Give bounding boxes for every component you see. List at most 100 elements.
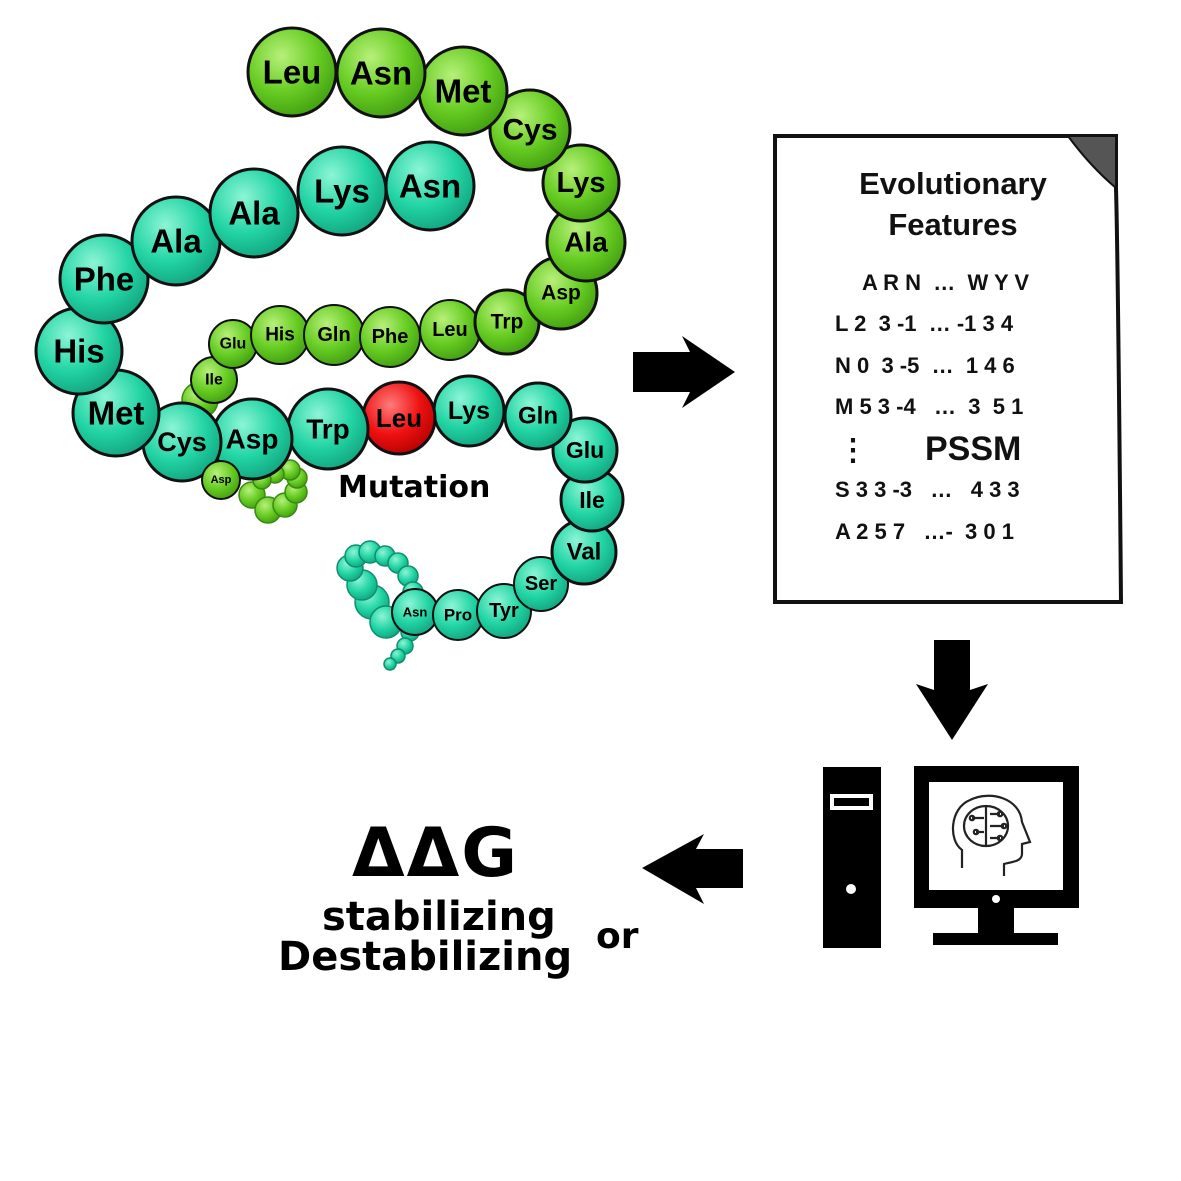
amino-acid-bead: Leu	[419, 299, 481, 361]
pssm-row: M 5 3 -4 … 3 5 1	[835, 394, 1023, 419]
bead-circle	[541, 143, 621, 223]
bead-label: Phe	[74, 261, 135, 298]
pssm-label: PSSM	[925, 430, 1021, 468]
bead-label: Gln	[518, 403, 558, 430]
pssm-title-line1: Evolutionary	[859, 166, 1048, 201]
bead-label: Leu	[432, 319, 468, 341]
bead-label: Tyr	[489, 600, 519, 622]
amino-acid-bead: Glu	[208, 319, 258, 369]
bead-label: Trp	[306, 414, 350, 445]
bead-label: Lys	[448, 397, 490, 425]
bead-label: Asn	[399, 168, 461, 205]
mutated-residue-bead: Leu	[361, 380, 437, 456]
computer-tower-icon	[823, 767, 881, 948]
bead-label: Met	[88, 395, 145, 432]
amino-acid-bead: Phe	[359, 306, 421, 368]
amino-acid-bead: Glu	[551, 416, 619, 484]
amino-acid-bead: Asp	[201, 460, 241, 500]
amino-acid-bead: Trp	[286, 387, 370, 471]
amino-acid-bead: Lys	[541, 143, 621, 223]
bead-label: Lys	[314, 173, 370, 210]
stabilizing-label: stabilizing	[322, 894, 556, 940]
bead-label: Ala	[564, 227, 608, 258]
bead-circle	[58, 233, 150, 325]
bead-circle	[384, 140, 476, 232]
bead-circle	[208, 167, 300, 259]
bead-circle	[488, 88, 572, 172]
bead-label: Asp	[226, 424, 279, 455]
amino-acid-bead: Lys	[432, 374, 506, 448]
bead-label: Cys	[502, 114, 557, 147]
bead-circle	[246, 26, 338, 118]
amino-acid-bead: Ala	[130, 195, 222, 287]
bead-circle	[513, 556, 569, 612]
amino-acid-bead: Asn	[391, 588, 439, 636]
bead-label: Ala	[150, 223, 202, 260]
bead-label: Phe	[372, 326, 409, 348]
bead-label: Pro	[444, 606, 472, 625]
amino-acid-bead: Lys	[296, 145, 388, 237]
arrow-down-icon	[916, 640, 988, 740]
arrow-left-icon	[642, 834, 743, 904]
bead-label: Ser	[525, 573, 557, 595]
bead-label: Trp	[491, 311, 524, 334]
document-fold-icon	[1066, 135, 1117, 191]
pssm-title-line2: Features	[888, 207, 1017, 242]
bead-label: Glu	[566, 437, 604, 463]
amino-acid-bead: Ile	[559, 467, 625, 533]
amino-acid-bead: Asn	[335, 27, 427, 119]
bead-label: Asp	[541, 282, 581, 305]
bead-label: Glu	[220, 336, 247, 353]
ai-brain-head-icon	[951, 794, 1032, 876]
bead-label: Leu	[263, 54, 322, 91]
pssm-row: N 0 3 -5 … 1 4 6	[835, 353, 1015, 378]
or-label: or	[596, 916, 639, 957]
amino-acid-bead: Phe	[58, 233, 150, 325]
monitor-icon	[914, 766, 1079, 945]
mutation-label: Mutation	[338, 470, 490, 505]
amino-acid-bead: Ile	[190, 356, 238, 404]
bead-label: Gln	[317, 324, 350, 346]
bead-label: Asp	[211, 474, 232, 486]
pssm-header-row: A R N … W Y V	[862, 270, 1029, 295]
bead-label: Ile	[579, 487, 605, 513]
pssm-vertical-ellipsis: ⋮	[838, 434, 868, 467]
arrow-right-icon	[633, 336, 735, 408]
amino-acid-bead: His	[250, 305, 310, 365]
amino-acid-bead: Trp	[473, 288, 541, 356]
amino-acid-bead: Ala	[208, 167, 300, 259]
amino-acid-bead: Leu	[246, 26, 338, 118]
ddg-symbol: ΔΔG	[352, 814, 519, 893]
pssm-document: Evolutionary Features A R N … W Y V L 2 …	[773, 134, 1124, 604]
pssm-row: S 3 3 -3 … 4 3 3	[835, 477, 1020, 502]
bead-label: Ala	[228, 195, 280, 232]
destabilizing-label: Destabilizing	[278, 934, 572, 980]
tail-bead	[383, 657, 397, 671]
amino-acid-bead: Met	[417, 45, 509, 137]
bead-label: Ile	[205, 372, 223, 389]
amino-acid-bead: Cys	[141, 401, 223, 483]
amino-acid-bead: Gln	[503, 381, 573, 451]
amino-acid-bead: Ser	[513, 556, 569, 612]
bead-label: Met	[435, 73, 492, 110]
bead-label: Cys	[157, 427, 207, 457]
bead-label: Asn	[350, 55, 412, 92]
bead-label: Val	[567, 539, 602, 566]
pssm-row: A 2 5 7 …- 3 0 1	[835, 519, 1014, 544]
bead-label: Leu	[376, 403, 422, 433]
amino-acid-bead: Cys	[488, 88, 572, 172]
bead-label: Lys	[557, 167, 606, 199]
bead-circle	[551, 416, 619, 484]
document-page	[773, 134, 1124, 604]
amino-acid-bead: Pro	[432, 589, 484, 641]
amino-acid-bead: Gln	[303, 304, 365, 366]
bead-label: Asn	[403, 605, 428, 620]
bead-label: His	[265, 325, 295, 346]
pssm-row: L 2 3 -1 … -1 3 4	[835, 311, 1014, 336]
bead-circle	[201, 460, 241, 500]
amino-acid-bead: Asn	[384, 140, 476, 232]
bead-label: His	[53, 333, 104, 370]
amino-acid-bead: Asp	[210, 397, 294, 481]
